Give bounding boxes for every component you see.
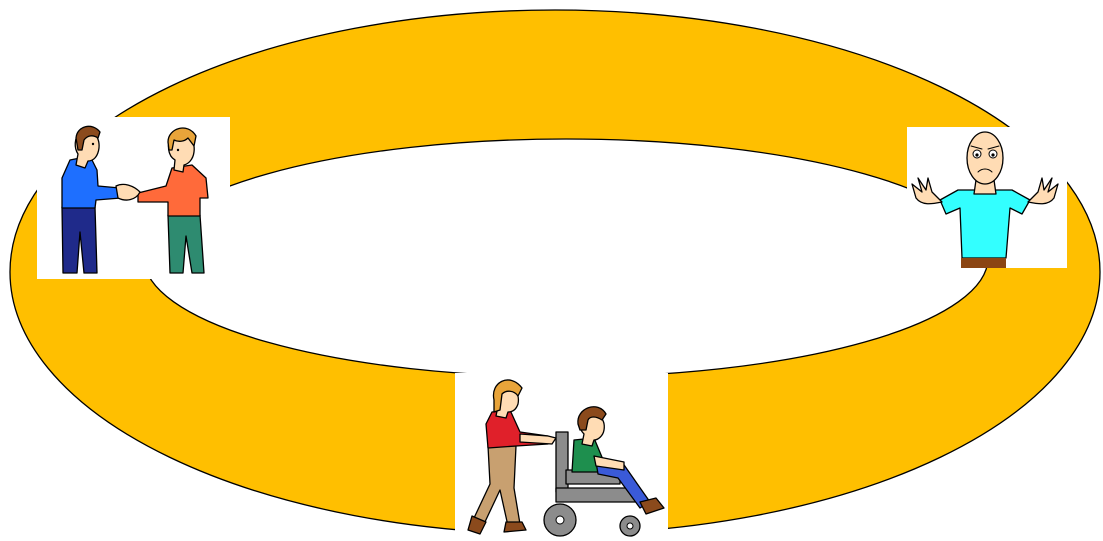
wheelchair-frame (556, 488, 636, 502)
caregiver-right-shoe (504, 522, 526, 532)
caregiver-pushing-wheelchair-icon (455, 373, 668, 541)
handshake-icon (37, 117, 230, 279)
shrugging-person-icon (907, 127, 1067, 268)
shrug-belt (961, 258, 1006, 268)
shrug-head (967, 132, 1003, 184)
